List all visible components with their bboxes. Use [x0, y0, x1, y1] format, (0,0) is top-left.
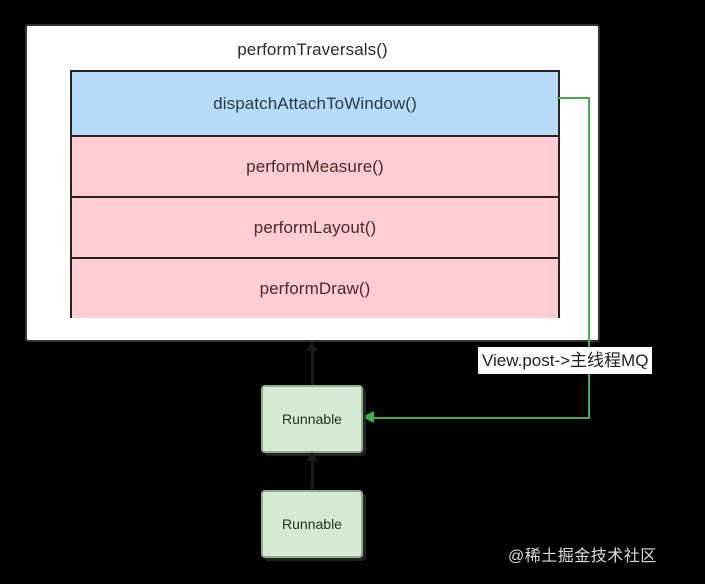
arrowhead-icon: [306, 452, 318, 461]
method-row-label: performMeasure(): [246, 156, 384, 176]
perform-traversals-title: performTraversals(): [237, 40, 388, 59]
connector-segment-vertical: [588, 97, 590, 418]
method-rows-stack: dispatchAttachToWindow() performMeasure(…: [70, 70, 560, 318]
arrow-shaft: [311, 459, 314, 492]
runnable-node-2: Runnable: [261, 490, 363, 558]
method-row-label: performLayout(): [253, 217, 377, 237]
runnable-node-label: Runnable: [282, 516, 342, 532]
arrowhead-icon: [306, 342, 318, 351]
method-row-perform-measure: performMeasure(): [72, 135, 558, 196]
arrow-up-runnable-to-traversals-icon: [305, 342, 319, 387]
perform-traversals-container: performTraversals() dispatchAttachToWind…: [25, 24, 600, 342]
method-row-label: performDraw(): [259, 278, 371, 298]
arrow-up-runnable-to-runnable-icon: [305, 452, 319, 492]
method-row-label: dispatchAttachToWindow(): [213, 93, 417, 113]
method-row-perform-draw: performDraw(): [72, 257, 558, 318]
connector-segment-top: [557, 97, 590, 99]
connector-segment-bottom: [372, 417, 590, 419]
connector-arrowhead-icon: [362, 411, 374, 423]
arrow-shaft: [311, 349, 314, 387]
method-row-dispatch-attach-to-window: dispatchAttachToWindow(): [72, 72, 558, 135]
method-row-perform-layout: performLayout(): [72, 196, 558, 257]
runnable-node-1: Runnable: [261, 385, 363, 453]
runnable-node-label: Runnable: [282, 411, 342, 427]
connector-label-view-post-main-thread-mq: View.post->主线程MQ: [478, 347, 653, 374]
watermark: @稀土掘金技术社区: [508, 548, 657, 565]
